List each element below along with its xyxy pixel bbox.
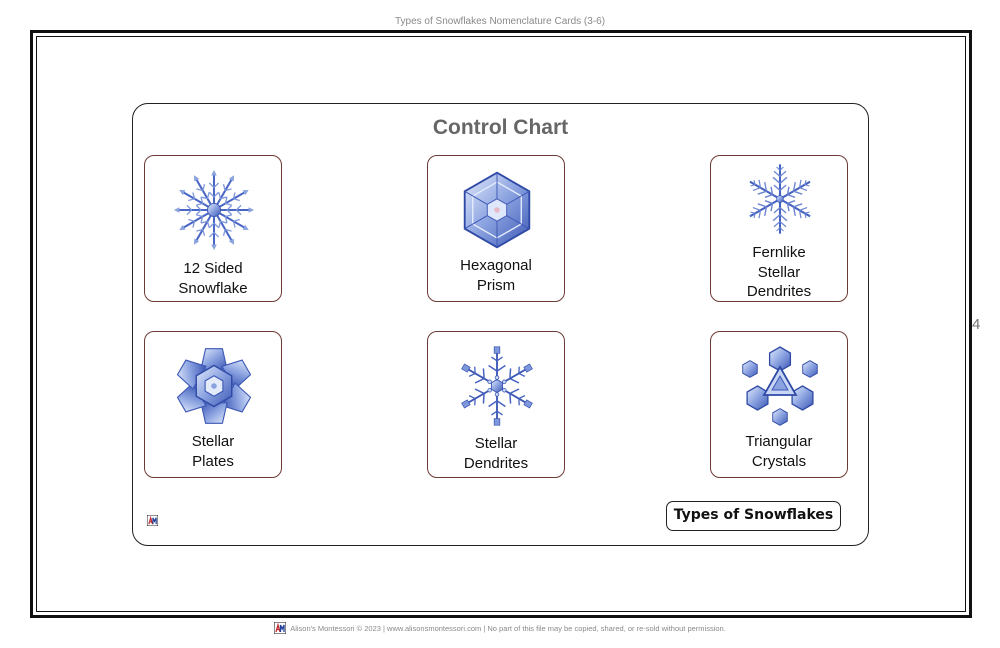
page-number: 4 xyxy=(972,316,981,333)
brand-logo-icon xyxy=(274,622,287,634)
panel-title: Control Chart xyxy=(432,116,569,139)
stellar-dendrite-icon xyxy=(457,345,537,427)
fernlike-stellar-dendrite-icon xyxy=(745,163,815,235)
card-stellar-plates: Stellar Plates xyxy=(144,331,282,478)
footer: Alison's Montessori © 2023 | www.alisons… xyxy=(0,621,1000,635)
triangular-crystal-icon xyxy=(742,346,818,426)
card-stellar-dendrites: Stellar Dendrites xyxy=(427,331,565,478)
stellar-plate-icon xyxy=(176,348,252,424)
outer-frame xyxy=(30,30,972,618)
card-label: Stellar Plates xyxy=(191,433,235,470)
document-title: Types of Snowflakes Nomenclature Cards (… xyxy=(394,16,606,27)
card-label: Stellar Dendrites xyxy=(463,435,529,472)
card-fernlike-stellar-dendrites: Fernlike Stellar Dendrites xyxy=(710,155,848,302)
twelve-sided-snowflake-icon xyxy=(172,168,256,252)
brand-logo-icon xyxy=(147,515,158,526)
card-twelve-sided-snowflake: 12 Sided Snowflake xyxy=(144,155,282,302)
card-label: 12 Sided Snowflake xyxy=(178,260,248,297)
card-triangular-crystals: Triangular Crystals xyxy=(710,331,848,478)
card-hexagonal-prism: Hexagonal Prism xyxy=(427,155,565,302)
hexagonal-prism-icon xyxy=(463,171,531,249)
card-label: Hexagonal Prism xyxy=(460,257,532,294)
footer-copyright: Alison's Montessori © 2023 | www.alisons… xyxy=(290,623,726,633)
card-label: Triangular Crystals xyxy=(745,433,813,470)
series-badge: Types of Snowflakes xyxy=(666,501,841,531)
control-chart-panel: Control Chart 12 Sided Snowflake xyxy=(132,103,869,546)
card-label: Fernlike Stellar Dendrites xyxy=(746,244,812,300)
